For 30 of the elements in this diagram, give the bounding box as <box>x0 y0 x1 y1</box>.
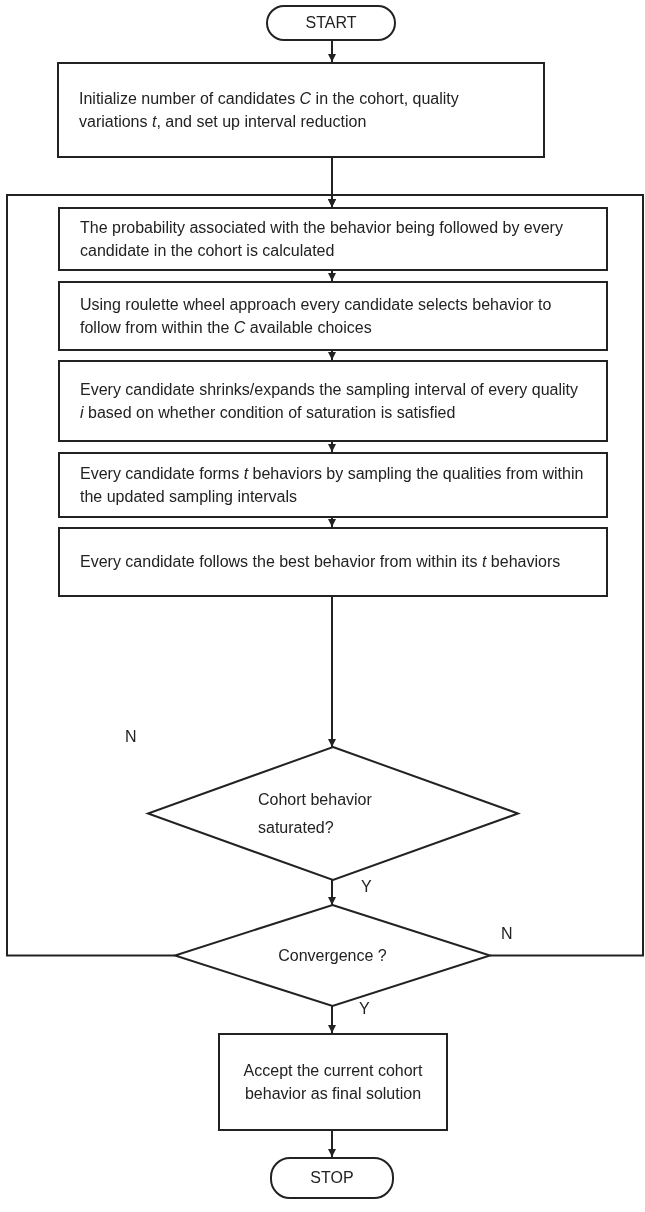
process-box <box>58 207 608 271</box>
arrow <box>328 879 336 906</box>
step-text: Every candidate forms t behaviors by sampling the qualities from within the updated sampling intervals <box>80 463 585 507</box>
step-text: The probability associated with the behavior being followed by every candidate in the cohort is calculated <box>80 217 564 261</box>
terminal-box <box>270 1157 394 1199</box>
arrow <box>328 441 336 453</box>
step-text: Every candidate shrinks/expands the sampling interval of every quality i based on whether condition of saturation is satisfied <box>80 379 580 423</box>
decision-text: Convergence ? <box>278 945 387 966</box>
process-box <box>58 452 608 518</box>
process-box <box>58 527 608 597</box>
process-box <box>58 360 608 442</box>
arrow <box>328 350 336 361</box>
arrow <box>328 40 336 63</box>
arrow <box>328 596 336 748</box>
arrow <box>328 1005 336 1034</box>
terminal-box <box>266 5 396 41</box>
process-box <box>58 281 608 351</box>
step-text: Initialize number of candidates C in the cohort, quality variations t, and set up interval reduction <box>79 88 460 132</box>
arrow <box>328 1130 336 1158</box>
arrow <box>328 270 336 282</box>
step-text: STOP <box>310 1168 354 1189</box>
decision-text: Cohort behavior saturated? <box>258 790 373 838</box>
arrow <box>328 517 336 528</box>
step-text: START <box>305 13 357 34</box>
step-text: Every candidate follows the best behavior from within its t behaviors <box>80 552 561 573</box>
step-text: Accept the current cohort behavior as final solution <box>242 1060 424 1104</box>
process-box <box>218 1033 448 1131</box>
arrow <box>328 194 644 957</box>
process-box <box>57 62 545 158</box>
step-text: Using roulette wheel approach every candidate selects behavior to follow from within the C available choices <box>80 294 553 338</box>
